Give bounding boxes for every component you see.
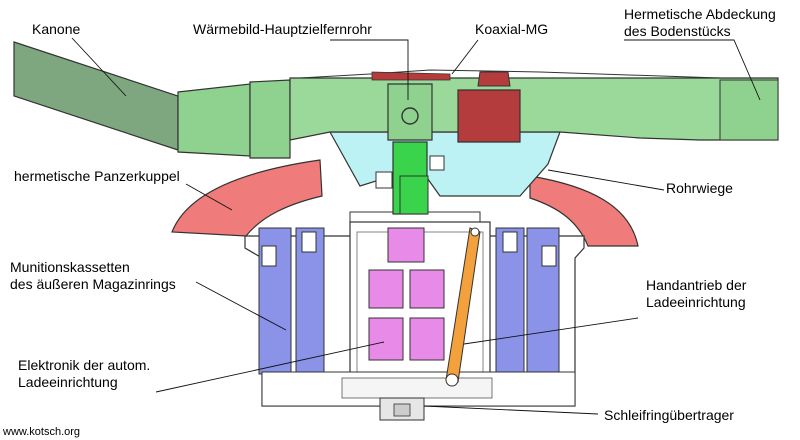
- gun-cradle: [328, 131, 561, 197]
- electronics-module: [409, 269, 445, 309]
- coaxial-mg-body: [457, 89, 521, 143]
- gun-barrel: [13, 41, 179, 151]
- gun-mantlet: [249, 79, 291, 159]
- lower-ring-inner: [341, 377, 493, 399]
- sight-bracket: [429, 155, 445, 171]
- leader-munition: [195, 281, 287, 331]
- turret-top-line: [299, 69, 721, 79]
- label-panzerkuppel: hermetische Panzerkuppel: [14, 168, 180, 184]
- leader-lines: [71, 37, 761, 415]
- breech-cover-end: [719, 79, 779, 141]
- coaxial-mg-top: [477, 71, 511, 87]
- gun-barrel-collar: [177, 83, 251, 157]
- electronics-module: [368, 269, 404, 309]
- leader-rohrwiege: [547, 169, 665, 191]
- slip-ring-core: [393, 403, 411, 417]
- cassette-clip: [261, 245, 277, 267]
- thermal-sight-base: [399, 175, 429, 215]
- armor-cupola-left: [171, 159, 323, 237]
- sight-bracket: [375, 171, 393, 189]
- cassette-clip: [301, 231, 317, 253]
- cassette-clip: [502, 231, 518, 253]
- breech-cover: [289, 77, 779, 141]
- label-waermebild: Wärmebild-Hauptzielfernrohr: [193, 21, 372, 37]
- armor-cupola-right: [529, 175, 639, 247]
- label-kanone: Kanone: [32, 21, 81, 37]
- label-rohrwiege: Rohrwiege: [666, 180, 733, 196]
- leader-schleifring: [423, 405, 599, 415]
- leader-abdeckung: [624, 39, 761, 101]
- leader-panzerkuppel: [185, 183, 233, 211]
- leader-elektronik: [155, 341, 385, 393]
- label-abdeckung-line1: Hermetische Abdeckung: [624, 6, 776, 22]
- thermal-sight-head: [387, 83, 433, 141]
- leader-kanone: [71, 37, 127, 97]
- label-munition-line2: des äußeren Magazinrings: [10, 276, 176, 292]
- label-elektronik-line1: Elektronik der autom.: [18, 357, 151, 373]
- leader-waermebild: [330, 39, 409, 100]
- leader-koaxial: [451, 39, 479, 75]
- label-schleifring: Schleifringübertrager: [604, 407, 734, 423]
- label-koaxial-mg: Koaxial-MG: [475, 21, 549, 37]
- label-elektronik-line2: Ladeeinrichtung: [18, 374, 118, 390]
- label-handantrieb-line1: Handantrieb der: [646, 277, 747, 293]
- label-credit: www.kotsch.org: [3, 426, 81, 438]
- label-abdeckung-line2: des Bodenstücks: [624, 23, 731, 39]
- electronics-module: [387, 227, 425, 263]
- hand-drive-pivot: [445, 373, 459, 387]
- hand-drive-top-pivot: [470, 227, 480, 237]
- cassette-clip: [541, 245, 557, 267]
- label-handantrieb-line2: Ladeeinrichtung: [646, 294, 746, 310]
- thermal-sight-lens: [401, 107, 419, 125]
- electronics-module: [409, 317, 445, 361]
- leader-handantrieb: [463, 317, 639, 345]
- coaxial-mg-rail: [371, 71, 451, 81]
- electronics-module: [368, 317, 404, 361]
- label-munition-line1: Munitionskassetten: [10, 259, 130, 275]
